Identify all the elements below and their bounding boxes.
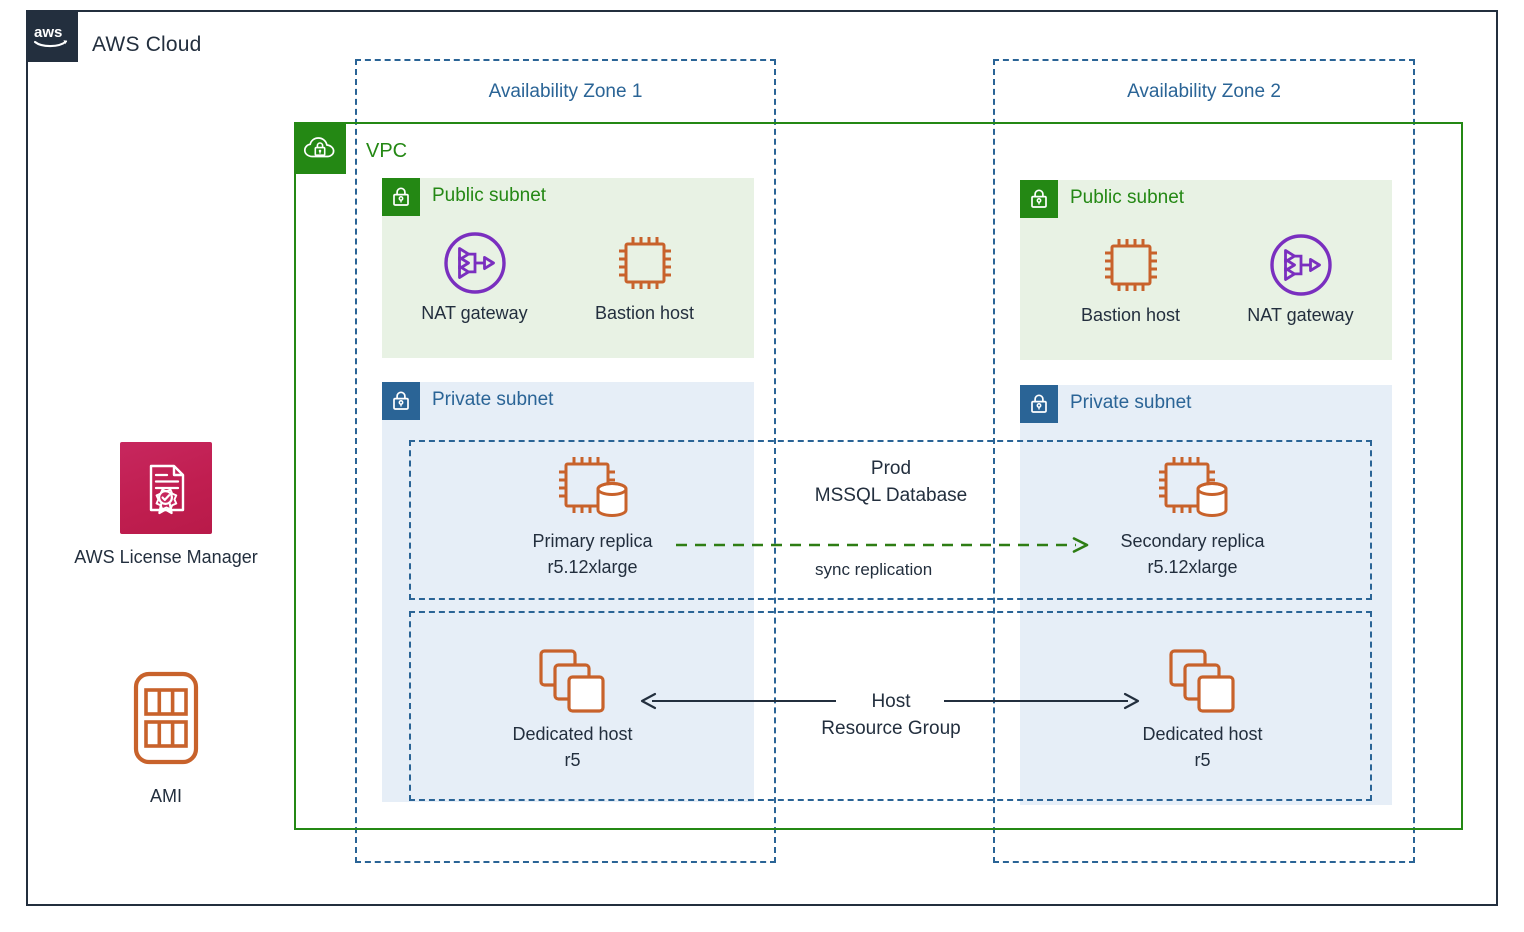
public-subnet-az1-label: Public subnet bbox=[432, 185, 547, 206]
node-nat-gateway-az1-label: NAT gateway bbox=[421, 303, 528, 323]
service-ami-label: AMI bbox=[149, 786, 182, 806]
sync-replication-connector bbox=[676, 537, 1089, 553]
node-nat-gateway-az2-label: NAT gateway bbox=[1247, 305, 1354, 325]
nat-gateway-icon bbox=[442, 230, 508, 296]
lock-icon bbox=[382, 178, 420, 216]
ec2-instance-icon bbox=[1098, 232, 1164, 298]
lock-icon bbox=[1020, 385, 1058, 423]
node-secondary-replica-label: Secondary replica bbox=[1120, 531, 1265, 551]
public-subnet-az1: Public subnet NAT gateway bbox=[382, 178, 754, 358]
service-aws-license-manager: AWS License Manager bbox=[74, 442, 258, 568]
node-secondary-replica: Secondary replica r5.12xlarge bbox=[1100, 452, 1285, 580]
service-ami: AMI bbox=[120, 668, 212, 807]
node-dedicated-host-az2: Dedicated host r5 bbox=[1110, 645, 1295, 773]
dedicated-host-icon bbox=[533, 645, 613, 717]
node-primary-replica: Primary replica r5.12xlarge bbox=[500, 452, 685, 580]
node-bastion-host-az1: Bastion host bbox=[572, 230, 717, 326]
host-resource-group-title-line2: Resource Group bbox=[821, 718, 961, 739]
node-bastion-host-az2: Bastion host bbox=[1058, 232, 1203, 328]
host-resource-group-title-line1: Host bbox=[871, 691, 911, 712]
node-dedicated-host-az2-type: r5 bbox=[1194, 750, 1211, 770]
private-subnet-az1: Private subnet bbox=[382, 382, 754, 802]
ami-icon bbox=[120, 668, 212, 773]
vpc-boundary bbox=[294, 122, 1463, 830]
public-subnet-az2-label: Public subnet bbox=[1070, 187, 1185, 208]
sync-replication-caption: sync replication bbox=[815, 560, 933, 579]
public-subnet-az2: Public subnet Basti bbox=[1020, 180, 1392, 360]
node-primary-replica-label: Primary replica bbox=[532, 531, 653, 551]
ec2-database-instance-icon bbox=[1152, 452, 1234, 524]
lock-icon bbox=[1020, 180, 1058, 218]
node-dedicated-host-az1-label: Dedicated host bbox=[512, 724, 633, 744]
host-resource-group-arrow-left bbox=[640, 692, 836, 710]
availability-zone-1: Availability Zone 1 bbox=[355, 59, 776, 863]
node-primary-replica-type: r5.12xlarge bbox=[547, 557, 638, 577]
nat-gateway-icon bbox=[1268, 232, 1334, 298]
node-nat-gateway-az1: NAT gateway bbox=[402, 230, 547, 326]
private-subnet-az1-label: Private subnet bbox=[432, 389, 554, 410]
vpc-cloud-lock-icon bbox=[294, 122, 346, 174]
ec2-instance-icon bbox=[612, 230, 678, 296]
private-subnet-az2: Private subnet bbox=[1020, 385, 1392, 805]
prod-mssql-database-group bbox=[409, 440, 1372, 600]
availability-zone-1-title: Availability Zone 1 bbox=[488, 81, 643, 102]
prod-mssql-database-title-line2: MSSQL Database bbox=[814, 485, 968, 506]
node-dedicated-host-az1-type: r5 bbox=[564, 750, 581, 770]
aws-license-manager-icon bbox=[120, 442, 212, 534]
vpc-label: VPC bbox=[366, 140, 408, 162]
private-subnet-az2-label: Private subnet bbox=[1070, 392, 1192, 413]
aws-cloud-title: AWS Cloud bbox=[92, 33, 202, 56]
host-resource-group bbox=[409, 611, 1372, 801]
aws-logo-icon: aws bbox=[26, 10, 78, 62]
node-dedicated-host-az1: Dedicated host r5 bbox=[480, 645, 665, 773]
service-aws-license-manager-label: AWS License Manager bbox=[74, 547, 258, 567]
node-bastion-host-az2-label: Bastion host bbox=[1080, 305, 1181, 325]
node-bastion-host-az1-label: Bastion host bbox=[594, 303, 695, 323]
lock-icon bbox=[382, 382, 420, 420]
prod-mssql-database-title-line1: Prod bbox=[870, 458, 912, 479]
aws-cloud-boundary bbox=[26, 10, 1498, 906]
availability-zone-2: Availability Zone 2 bbox=[993, 59, 1415, 863]
node-secondary-replica-type: r5.12xlarge bbox=[1147, 557, 1238, 577]
host-resource-group-arrow-right bbox=[944, 692, 1140, 710]
node-nat-gateway-az2: NAT gateway bbox=[1228, 232, 1373, 328]
ec2-database-instance-icon bbox=[552, 452, 634, 524]
svg-text:aws: aws bbox=[34, 24, 62, 41]
availability-zone-2-title: Availability Zone 2 bbox=[1127, 81, 1281, 102]
node-dedicated-host-az2-label: Dedicated host bbox=[1142, 724, 1263, 744]
dedicated-host-icon bbox=[1163, 645, 1243, 717]
